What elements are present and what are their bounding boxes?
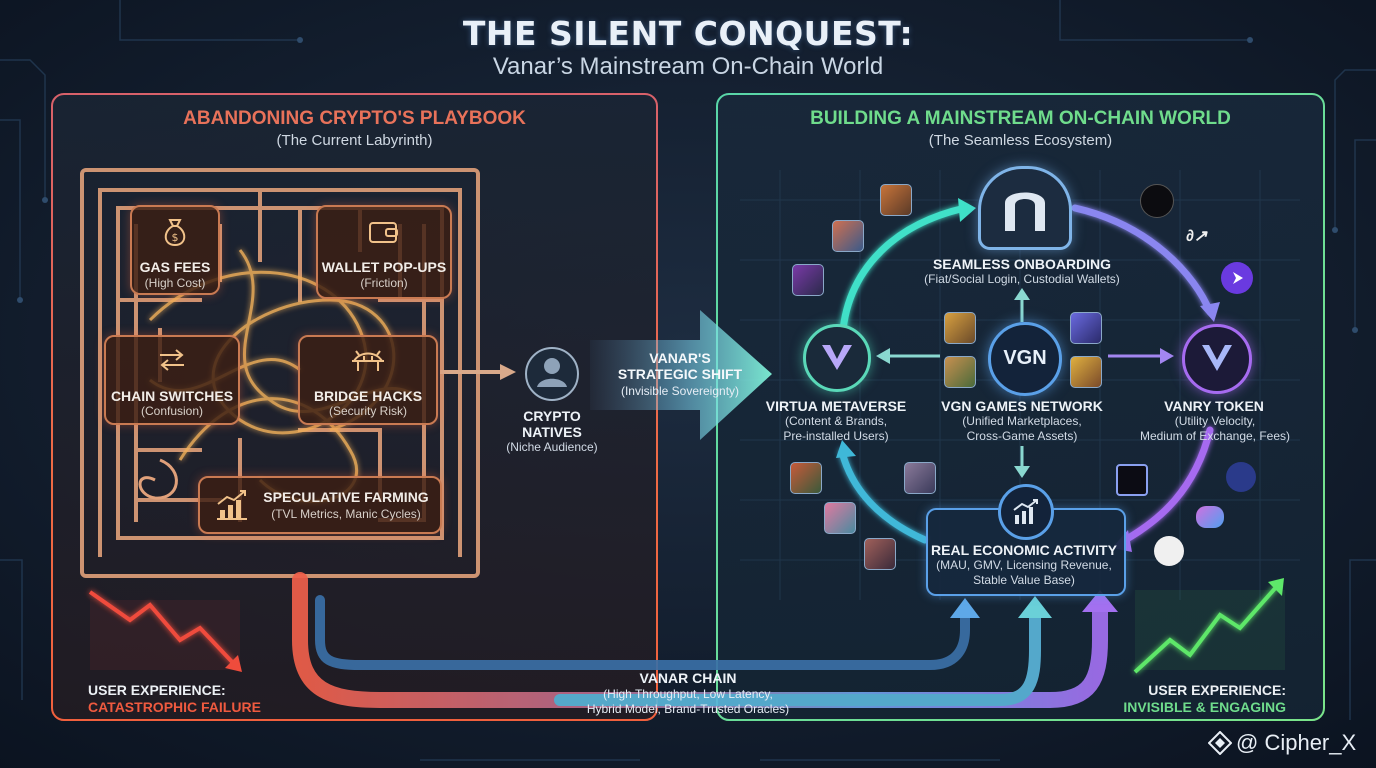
growth-chart-icon	[1013, 499, 1038, 524]
virtua-logo-icon	[822, 345, 852, 370]
game-avatar-icon	[904, 462, 936, 494]
strategic-shift-line1: VANAR'S	[649, 350, 711, 366]
onboarding-sub: (Fiat/Social Login, Custodial Wallets)	[924, 272, 1120, 286]
left-panel-heading: ABANDONING CRYPTO'S PLAYBOOK	[183, 108, 526, 129]
vanry-logo-icon	[1202, 345, 1232, 371]
play-glyph-icon	[1233, 272, 1243, 284]
vgn-sub1: (Unified Marketplaces,	[962, 414, 1082, 428]
right-panel-heading: BUILDING A MAINSTREAM ON-CHAIN WORLD	[810, 108, 1231, 129]
vanry-label: VANRY TOKEN	[1164, 398, 1264, 414]
virtua-sub1: (Content & Brands,	[784, 414, 888, 428]
bridge-hacks-box: BRIDGE HACKS (Security Risk)	[298, 335, 438, 425]
gas-fees-box: $ GAS FEES (High Cost)	[130, 205, 220, 295]
left-panel-subheading: (The Current Labyrinth)	[276, 132, 433, 149]
wallet-popups-label: WALLET POP-UPS	[321, 259, 447, 275]
economic-badge	[998, 484, 1054, 540]
game-avatar-icon	[944, 356, 976, 388]
vanar-chain-sub2: Hybrid Model, Brand-Trusted Oracles)	[586, 702, 790, 716]
speculative-farming-sub: (TVL Metrics, Manic Cycles)	[271, 507, 421, 521]
money-bag-icon: $	[164, 219, 186, 247]
gas-fees-label: GAS FEES	[139, 259, 211, 275]
bridge-hacks-label: BRIDGE HACKS	[313, 388, 423, 404]
page-title: THE SILENT CONQUEST:	[462, 14, 914, 53]
binance-diamond-icon	[1208, 731, 1232, 755]
partner-logo-icon	[1226, 462, 1256, 492]
vanar-chain-sub1: (High Throughput, Low Latency,	[603, 687, 773, 701]
economic-sub1: (MAU, GMV, Licensing Revenue,	[936, 558, 1112, 572]
vanry-sub1: (Utility Velocity,	[1174, 414, 1256, 428]
game-avatar-icon	[880, 184, 912, 216]
page-subtitle: Vanar’s Mainstream On-Chain World	[492, 53, 884, 80]
speculative-farming-box: SPECULATIVE FARMING (TVL Metrics, Manic …	[198, 476, 442, 534]
game-avatar-icon	[824, 502, 856, 534]
bridge-hacks-sub: (Security Risk)	[328, 404, 407, 418]
vanar-chain-label: VANAR CHAIN	[639, 670, 737, 686]
crypto-natives-line2: NATIVES	[522, 424, 582, 440]
strategic-shift-sub: (Invisible Sovereignty)	[620, 384, 740, 398]
partner-logo-icon	[1196, 506, 1224, 528]
wallet-popups-box: WALLET POP-UPS (Friction)	[316, 205, 452, 299]
wallet-icon	[369, 222, 398, 243]
swap-arrows-icon	[160, 349, 184, 371]
onboarding-gate	[978, 166, 1072, 250]
game-avatar-icon	[864, 538, 896, 570]
partner-logo-icon	[1116, 464, 1148, 496]
chain-switches-label: CHAIN SWITCHES	[110, 388, 234, 404]
economic-label: REAL ECONOMIC ACTIVITY	[931, 542, 1117, 558]
onboarding-label: SEAMLESS ONBOARDING	[932, 256, 1112, 272]
bar-chart-up-icon	[217, 490, 247, 520]
game-avatar-icon	[1070, 312, 1102, 344]
vanry-badge	[1182, 324, 1252, 394]
chain-switches-sub: (Confusion)	[140, 404, 204, 418]
partner-logo-icon	[1140, 184, 1174, 218]
vgn-badge-text: VGN	[1003, 347, 1047, 369]
archway-icon	[1005, 192, 1045, 231]
vgn-sub2: Cross-Game Assets)	[966, 429, 1078, 443]
crypto-natives-sub: (Niche Audience)	[506, 440, 598, 454]
game-avatar-icon	[832, 220, 864, 252]
play-logo-icon	[1221, 262, 1253, 294]
chain-switches-box: CHAIN SWITCHES (Confusion)	[104, 335, 240, 425]
right-footer-line2: INVISIBLE & ENGAGING	[1123, 699, 1286, 715]
wallet-popups-sub: (Friction)	[360, 276, 408, 290]
svg-text:$: $	[172, 231, 179, 244]
bridge-icon	[352, 350, 384, 371]
game-avatar-icon	[790, 462, 822, 494]
crypto-natives-line1: CRYPTO	[523, 408, 581, 424]
watermark-text: @ Cipher_X	[1236, 730, 1357, 755]
vanry-sub2: Medium of Exchange, Fees)	[1139, 429, 1291, 443]
game-avatar-icon	[1070, 356, 1102, 388]
game-avatar-icon	[944, 312, 976, 344]
virtua-label: VIRTUA METAVERSE	[765, 398, 907, 414]
partner-logo-icon	[1154, 536, 1184, 566]
virtua-badge	[803, 324, 871, 392]
gas-fees-sub: (High Cost)	[144, 276, 206, 290]
right-footer-line1: USER EXPERIENCE:	[1148, 682, 1286, 698]
vgn-badge: VGN	[988, 322, 1062, 396]
partner-logo-icon: ∂↗	[1186, 228, 1208, 245]
left-footer-line1: USER EXPERIENCE:	[88, 682, 226, 698]
vgn-label: VGN GAMES NETWORK	[941, 398, 1103, 414]
strategic-shift-line2: STRATEGIC SHIFT	[617, 366, 743, 382]
speculative-farming-label: SPECULATIVE FARMING	[263, 489, 429, 505]
economic-sub2: Stable Value Base)	[973, 573, 1075, 587]
game-avatar-icon	[792, 264, 824, 296]
virtua-sub2: Pre-installed Users)	[783, 429, 889, 443]
left-footer-line2: CATASTROPHIC FAILURE	[88, 699, 261, 715]
right-panel-subheading: (The Seamless Ecosystem)	[928, 132, 1113, 149]
